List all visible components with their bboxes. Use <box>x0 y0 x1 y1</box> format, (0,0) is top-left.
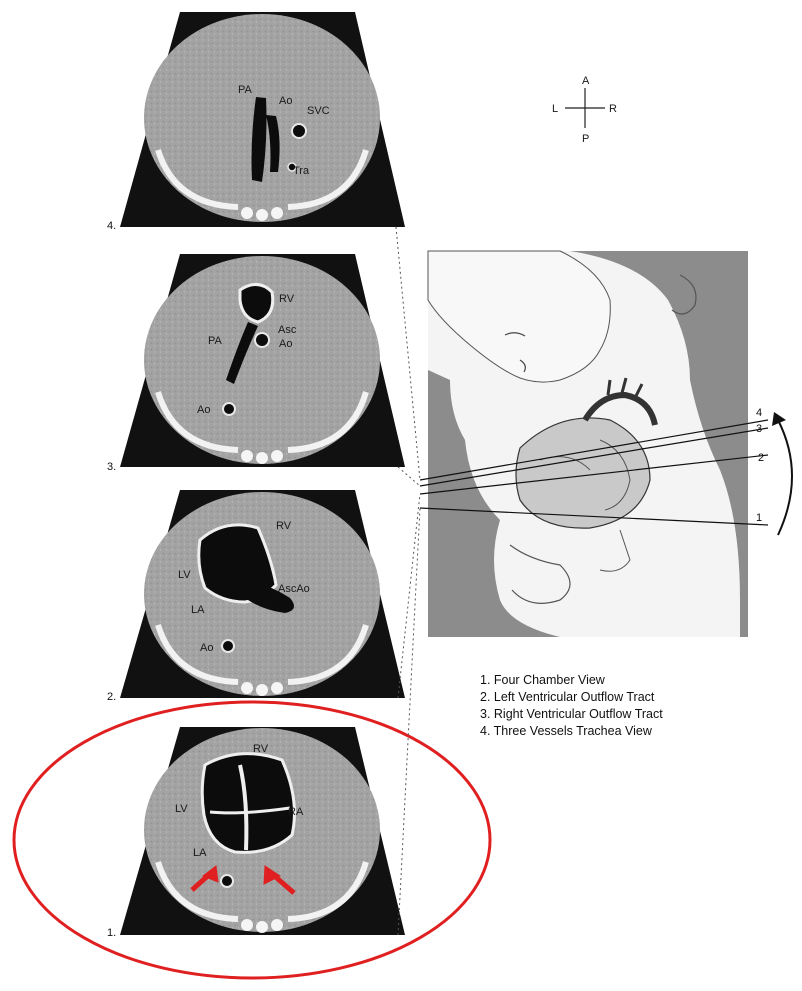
panel-4-three-vessels-trachea-view: PA Ao SVC Tra 4. <box>107 12 405 232</box>
panel-3-label-asc: Asc <box>278 324 297 336</box>
compass-r: R <box>609 103 617 115</box>
compass-a: A <box>582 75 590 87</box>
plane-number-labels: 4 3 2 1 <box>756 407 764 524</box>
panel-4-number: 4. <box>107 220 116 232</box>
legend-item-4: 4. Three Vessels Trachea View <box>480 723 663 740</box>
compass-l: L <box>552 103 558 115</box>
panel-1-number: 1. <box>107 927 116 939</box>
compass-p: P <box>582 133 589 145</box>
curved-arrow <box>772 412 792 535</box>
panel-4-label-tra: Tra <box>293 165 310 177</box>
panel-1-label-lv: LV <box>175 803 188 815</box>
panel-2-label-la: LA <box>191 604 205 616</box>
plane-number-2: 2 <box>758 452 764 464</box>
panel-2-label-lv: LV <box>178 569 191 581</box>
legend-item-1: 1. Four Chamber View <box>480 672 663 689</box>
panel-1-four-chamber-view: RV LV RA LA 1. <box>107 727 405 939</box>
panel-2-label-rv: RV <box>276 520 292 532</box>
panel-3-label-ao-lower: Ao <box>197 404 210 416</box>
panel-3-right-ventricular-outflow-tract: RV Asc Ao PA Ao 3. <box>107 254 405 473</box>
legend: 1. Four Chamber View 2. Left Ventricular… <box>480 672 663 740</box>
panel-2-label-ao: Ao <box>200 642 213 654</box>
panel-4-label-svc: SVC <box>307 105 330 117</box>
connector-lines <box>396 227 420 935</box>
panel-2-left-ventricular-outflow-tract: RV LV AscAo LA Ao 2. <box>107 490 405 703</box>
orientation-compass: A L R P <box>552 75 617 145</box>
plane-number-4: 4 <box>756 407 762 419</box>
legend-item-2: 2. Left Ventricular Outflow Tract <box>480 689 663 706</box>
panel-4-label-ao: Ao <box>279 95 292 107</box>
panel-4-label-pa: PA <box>238 84 253 96</box>
panel-3-number: 3. <box>107 461 116 473</box>
panel-3-label-pa: PA <box>208 335 223 347</box>
fetal-illustration <box>428 251 748 637</box>
plane-number-3: 3 <box>756 423 762 435</box>
panel-3-label-ao-upper: Ao <box>279 338 292 350</box>
plane-number-1: 1 <box>756 512 762 524</box>
panel-3-label-rv: RV <box>279 293 295 305</box>
panel-1-label-ra: RA <box>288 806 304 818</box>
panel-1-label-la: LA <box>193 847 207 859</box>
legend-item-3: 3. Right Ventricular Outflow Tract <box>480 706 663 723</box>
panel-1-label-rv: RV <box>253 743 269 755</box>
panel-2-label-ascao: AscAo <box>278 583 310 595</box>
panel-2-number: 2. <box>107 691 116 703</box>
